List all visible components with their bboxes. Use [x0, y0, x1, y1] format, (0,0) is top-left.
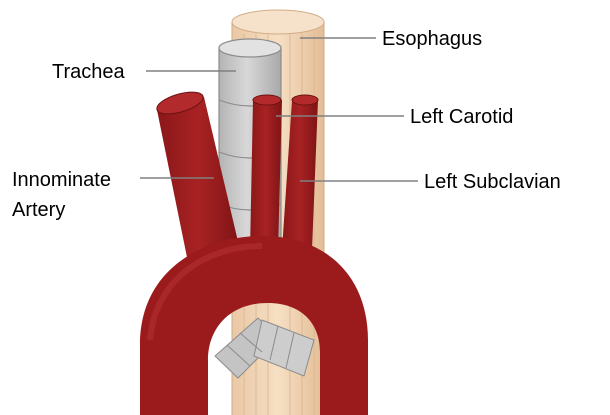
label-esophagus: Esophagus — [382, 28, 482, 50]
label-left-subclavian: Left Subclavian — [424, 171, 561, 193]
label-trachea: Trachea — [52, 61, 126, 83]
left-carotid-artery — [250, 95, 282, 252]
label-left-carotid: Left Carotid — [410, 106, 513, 128]
label-innominate-line1: Innominate — [12, 169, 111, 191]
label-innominate-line2: Artery — [12, 199, 65, 221]
